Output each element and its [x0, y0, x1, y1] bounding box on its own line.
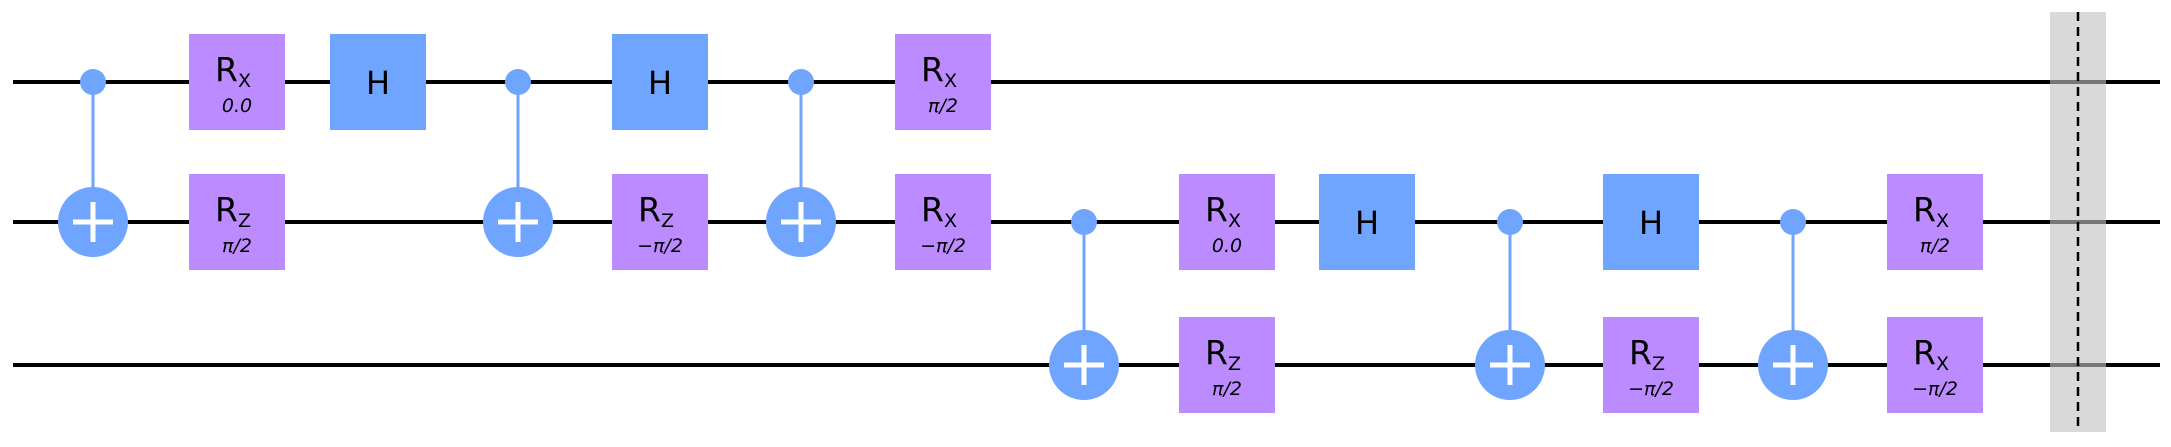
rotation-gate-axis: X	[1228, 210, 1241, 232]
cnot-control-dot	[788, 69, 814, 95]
rotation-gate-box	[1179, 174, 1275, 270]
rotation-gate-param: π/2	[1920, 235, 1950, 257]
rotation-gate-box	[1887, 317, 1983, 413]
rotation-gate-box	[1179, 317, 1275, 413]
rotation-gate-param: π/2	[928, 95, 958, 117]
rotation-gate-box	[189, 34, 285, 130]
cnot-control-dot	[1071, 209, 1097, 235]
cnot-gate	[1049, 209, 1119, 400]
rotation-gate-box	[1887, 174, 1983, 270]
rz-gate: RZ −π/2	[1603, 317, 1699, 413]
rotation-gate-axis: X	[1936, 210, 1949, 232]
rotation-gate-param: −π/2	[1912, 378, 1958, 400]
rotation-gate-param: 0.0	[1212, 235, 1242, 257]
hadamard-gate-label: H	[366, 64, 390, 102]
rotation-gate-box	[895, 174, 991, 270]
hadamard-gate-box	[330, 34, 426, 130]
rx-gate: RX0.0	[189, 34, 285, 130]
hadamard-gate: H	[1319, 174, 1415, 270]
rotation-gate-box	[612, 174, 708, 270]
rotation-gate-axis: X	[944, 70, 957, 92]
rotation-gate-param: π/2	[1212, 378, 1242, 400]
rotation-gate-box	[895, 34, 991, 130]
rotation-gate-axis: Z	[1228, 353, 1241, 375]
hadamard-gate: H	[612, 34, 708, 130]
rotation-gate-axis: Z	[1652, 353, 1665, 375]
rx-gate: RX−π/2	[1887, 317, 1983, 413]
rotation-gate-param: −π/2	[637, 235, 683, 257]
rotation-gate-axis: X	[944, 210, 957, 232]
rotation-gate-param: 0.0	[222, 95, 252, 117]
hadamard-gate-label: H	[1355, 204, 1379, 242]
rx-gate: RX0.0	[1179, 174, 1275, 270]
rotation-gate-box	[189, 174, 285, 270]
hadamard-gate-box	[612, 34, 708, 130]
cnot-control-dot	[505, 69, 531, 95]
rz-gate: RZ−π/2	[612, 174, 708, 270]
barrier	[2050, 12, 2106, 432]
rotation-gate-axis: X	[238, 70, 251, 92]
hadamard-gate-label: H	[648, 64, 672, 102]
cnot-gate	[58, 69, 128, 257]
cnot-control-dot	[80, 69, 106, 95]
cnot-control-dot	[1497, 209, 1523, 235]
cnot-control-dot	[1780, 209, 1806, 235]
cnot-gate	[1475, 209, 1545, 400]
rotation-gate-axis: Z	[661, 210, 674, 232]
hadamard-gate-box	[1319, 174, 1415, 270]
hadamard-gate-box	[1603, 174, 1699, 270]
rotation-gate-name: RZ	[1629, 333, 1665, 375]
hadamard-gate: H	[1603, 174, 1699, 270]
rotation-gate-axis: X	[1936, 353, 1949, 375]
rz-gate: RZπ/2	[1179, 317, 1275, 413]
hadamard-gate: H	[330, 34, 426, 130]
rotation-gate-box	[1603, 317, 1699, 413]
rx-gate: RXπ/2	[895, 34, 991, 130]
cnot-gate	[766, 69, 836, 257]
rx-gate: RX−π/2	[895, 174, 991, 270]
rotation-gate-axis: Z	[238, 210, 251, 232]
cnot-gate	[483, 69, 553, 257]
rx-gate: RXπ/2	[1887, 174, 1983, 270]
rotation-gate-param: −π/2	[920, 235, 966, 257]
rotation-gate-param: π/2	[222, 235, 252, 257]
rz-gate: RZπ/2	[189, 174, 285, 270]
cnot-gate	[1758, 209, 1828, 400]
hadamard-gate-label: H	[1639, 204, 1663, 242]
rotation-gate-param: −π/2	[1628, 378, 1674, 400]
